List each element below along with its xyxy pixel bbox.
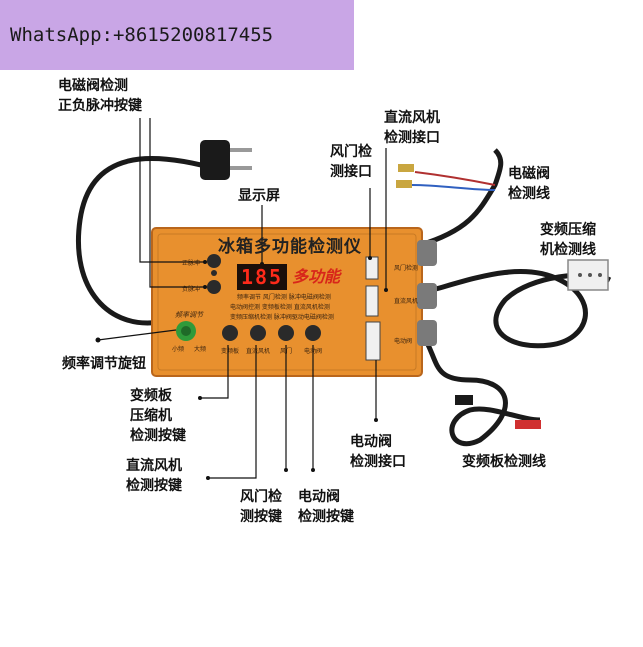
func-row-2: 电动阀控测 变频板检测 直流风机检测 — [230, 304, 330, 311]
label-solenoid-line: 电磁阀 检测线 — [508, 166, 550, 202]
func-button-4-shape — [305, 325, 321, 341]
terminal-icon — [396, 164, 414, 188]
freq-adjust-text: 频率调节 — [175, 311, 203, 319]
label-dc-fan-button: 直流风机 检测按键 — [126, 458, 182, 494]
func-row-3: 变频压缩机检测 脉冲阀驱动电磁阀检测 — [230, 314, 334, 321]
port-label-1: 风门检测 — [394, 265, 419, 272]
compressor-connector-icon — [567, 259, 609, 291]
port-label-2: 直流风机 — [394, 298, 419, 305]
label-inverter-comp-line: 变频压缩 机检测线 — [540, 222, 596, 258]
power-plug-icon — [200, 140, 252, 180]
pulse-neg-button-shape — [207, 280, 221, 294]
label-damper-port: 风门检 测接口 — [330, 144, 372, 180]
label-dc-fan-port: 直流风机 检测接口 — [384, 110, 440, 146]
label-valve-port: 电动阀 检测接口 — [350, 434, 406, 470]
func-button-1-label: 变频板 — [221, 348, 240, 355]
func-button-2-label: 直流风机 — [246, 348, 271, 355]
func-row-1: 频率调节 风门检测 脉冲电磁阀检测 — [237, 294, 331, 301]
port-label-3: 电动阀 — [394, 338, 413, 345]
label-inverter-board-line: 变频板检测线 — [462, 454, 546, 470]
damper-port-shape — [365, 256, 379, 280]
func-button-3-label: 风门 — [280, 348, 293, 355]
valve-port-shape — [365, 321, 381, 361]
func-button-1-shape — [222, 325, 238, 341]
label-valve-button: 电动阀 检测按键 — [298, 489, 354, 525]
pulse-pos-button-shape — [207, 254, 221, 268]
alligator-clip-icon — [455, 395, 541, 429]
label-inverter-comp-button: 变频板 压缩机 检测按键 — [130, 388, 186, 444]
func-button-2-shape — [250, 325, 266, 341]
knob-right-text: 大频 — [194, 346, 207, 353]
func-button-4-label: 电动阀 — [304, 348, 323, 355]
pulse-pos-text: 正脉冲 — [182, 260, 201, 267]
multi-function-label: 多功能 — [292, 267, 341, 286]
label-damper-button: 风门检 测按键 — [240, 489, 282, 525]
device-title: 冰箱多功能检测仪 — [218, 237, 362, 257]
solenoid-cable — [419, 148, 504, 248]
comp-cable-coil — [424, 269, 612, 349]
callout-lines — [97, 118, 387, 479]
solenoid-wires — [414, 171, 496, 186]
label-freq-knob: 频率调节旋钮 — [62, 356, 146, 372]
func-button-3-shape — [278, 325, 294, 341]
knob-left-text: 小频 — [172, 346, 185, 353]
dc-fan-port-shape — [365, 285, 379, 317]
inverter-board-cable — [417, 328, 541, 447]
pulse-neg-text: 负脉冲 — [182, 286, 201, 293]
label-display: 显示屏 — [238, 188, 280, 204]
seven-segment-display: 185 — [237, 264, 287, 290]
watermark-banner: WhatsApp:+8615200817455 — [0, 0, 354, 70]
power-cable — [76, 156, 221, 326]
label-pulse-button: 电磁阀检测 正负脉冲按键 — [58, 78, 142, 114]
